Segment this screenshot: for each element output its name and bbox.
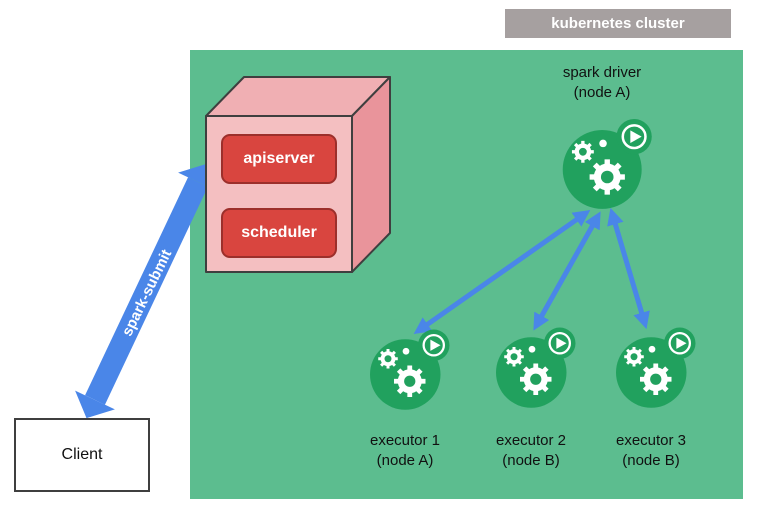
kubernetes-cluster-label: kubernetes cluster bbox=[505, 9, 731, 38]
driver-executor-arrows bbox=[413, 207, 650, 335]
spark-driver-pod-icon bbox=[563, 119, 652, 209]
executor-2-pod-icon bbox=[496, 328, 576, 408]
executor-3-label: executor 3 (node B) bbox=[616, 431, 686, 470]
executor-1-title: executor 1 bbox=[369, 432, 441, 449]
scheduler-box: scheduler bbox=[221, 208, 337, 258]
apiserver-box: apiserver bbox=[221, 134, 337, 184]
driver-executor3-arrow bbox=[607, 207, 650, 330]
spark-driver-node: (node A) bbox=[573, 83, 631, 101]
executor-1-node: (node A) bbox=[376, 451, 434, 469]
driver-executor2-arrow bbox=[533, 211, 601, 331]
spark-driver-title: spark driver bbox=[562, 64, 642, 81]
executor-3-pod-icon bbox=[616, 328, 696, 408]
control-plane-cube bbox=[205, 76, 391, 273]
executor-2-node: (node B) bbox=[502, 451, 560, 469]
executor-2-label: executor 2 (node B) bbox=[496, 431, 566, 470]
executor-2-title: executor 2 bbox=[495, 432, 567, 449]
client-box: Client bbox=[14, 418, 150, 492]
executor-3-node: (node B) bbox=[622, 451, 680, 469]
spark-driver-label: spark driver (node A) bbox=[563, 63, 641, 102]
driver-executor1-arrow bbox=[413, 209, 591, 335]
executor-3-title: executor 3 bbox=[615, 432, 687, 449]
executor-1-label: executor 1 (node A) bbox=[370, 431, 440, 470]
executor-1-pod-icon bbox=[370, 330, 450, 410]
